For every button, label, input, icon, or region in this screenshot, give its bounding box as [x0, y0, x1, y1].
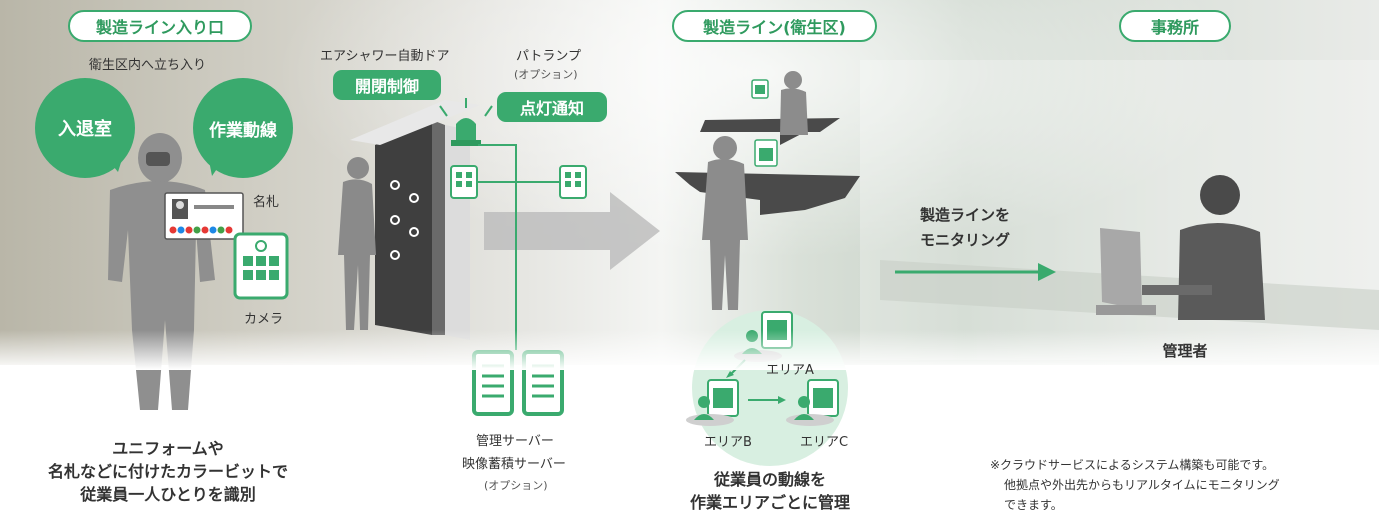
air-shower-door: [350, 100, 480, 340]
manager-label: 管理者: [1162, 342, 1208, 360]
area-caption: 従業員の動線を 作業エリアごとに管理: [689, 470, 850, 512]
photo-fade: [0, 330, 1379, 370]
camera-label: カメラ: [244, 312, 284, 327]
stage-entrance-pill: 製造ライン入り口: [68, 10, 252, 42]
camera-icon-line-top: [751, 79, 769, 99]
server-option: (オプション): [484, 479, 548, 492]
line-flow-arrow-bottom: [675, 172, 860, 215]
door-control-box: 開閉制御: [333, 70, 441, 100]
camera-icon-door: [450, 165, 478, 199]
network-line-lamp: [478, 144, 517, 350]
server-line2: 映像蓄積サーバー: [462, 457, 566, 472]
lamp-notify-box: 点灯通知: [497, 92, 607, 122]
area-a-label: エリアA: [766, 363, 814, 378]
bubble-room: 入退室: [35, 78, 135, 178]
stage-line-pill: 製造ライン(衛生区): [672, 10, 877, 42]
entrance-caption: ユニフォームや 名札などに付けたカラービットで 従業員一人ひとりを識別: [47, 439, 288, 504]
area-b-person-icon: [686, 379, 739, 426]
area-b-label: エリアB: [704, 435, 752, 450]
camera-icon-entrance: [233, 232, 289, 300]
lamp-option: (オプション): [514, 68, 578, 81]
camera-icon-line: [559, 165, 587, 199]
flow-arrow-big: [484, 192, 660, 270]
monitor-caption: 製造ラインを モニタリング: [919, 206, 1010, 249]
lamp-label: パトランプ: [516, 49, 582, 64]
stage-office-pill: 事務所: [1119, 10, 1231, 42]
worker-silhouette-line: [702, 71, 808, 310]
bubble-flow: 作業動線: [193, 78, 293, 178]
enter-note: 衛生区内へ立ち入り: [89, 58, 207, 73]
cloud-note: ※クラウドサービスによるシステム構築も可能です。 他拠点や外出先からもリアルタイ…: [990, 458, 1280, 512]
name-tag-icon: [164, 192, 244, 240]
camera-icon-line-mid: [754, 139, 778, 167]
area-c-label: エリアC: [800, 435, 849, 450]
area-c-person-icon: [786, 379, 839, 426]
manager-silhouette: [1096, 175, 1265, 320]
server-line1: 管理サーバー: [476, 434, 554, 449]
patlamp-icon: [439, 98, 493, 146]
door-label: エアシャワー自動ドア: [320, 49, 450, 64]
nametag-label: 名札: [253, 195, 280, 210]
worker-silhouette-door: [338, 157, 376, 330]
